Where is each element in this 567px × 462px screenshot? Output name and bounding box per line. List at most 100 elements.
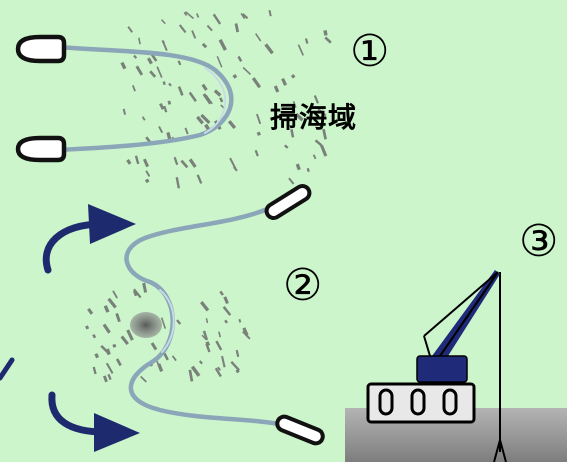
debris-streak — [147, 57, 153, 64]
step-2-label: ② — [283, 264, 322, 308]
debris-streak — [324, 36, 331, 43]
debris-streak — [179, 24, 187, 33]
debris-streak — [121, 335, 129, 345]
debris-streak — [138, 38, 141, 45]
debris-streak — [219, 39, 227, 51]
debris-streak — [197, 174, 203, 184]
debris-streak — [127, 26, 133, 33]
debris-streak — [157, 363, 163, 372]
debris-streak — [236, 350, 240, 357]
debris-streak — [284, 144, 289, 148]
debris-streak — [112, 290, 118, 298]
sweep-area-label: 掃海域 — [270, 104, 357, 132]
debris-streak — [149, 70, 156, 77]
debris-streak — [135, 155, 140, 164]
debris-streak — [219, 97, 223, 102]
debris-streak — [206, 318, 209, 323]
debris-streak — [143, 159, 149, 168]
debris-streak — [233, 74, 238, 79]
arrow-stub-left — [0, 360, 12, 378]
debris-streak — [200, 301, 209, 311]
debris-streak — [229, 158, 236, 169]
debris-streak — [92, 334, 96, 338]
debris-streak — [87, 308, 93, 315]
debris-streak — [140, 376, 147, 383]
debris-streak — [178, 60, 182, 65]
debris-streak — [255, 150, 259, 157]
debris-streak — [142, 283, 147, 293]
debris-streak — [224, 320, 228, 324]
step-3-label: ③ — [519, 220, 558, 264]
debris-streak — [237, 56, 242, 62]
debris-streak — [223, 306, 232, 316]
debris-streak — [323, 30, 327, 36]
debris-streak — [145, 179, 150, 184]
debris-streak — [221, 356, 226, 368]
debris-streak — [133, 290, 138, 296]
step-1-label: ① — [350, 30, 389, 74]
debris-streak — [133, 55, 137, 59]
debris-streak — [228, 120, 236, 129]
debris-streak — [116, 358, 122, 366]
debris-streak — [191, 30, 196, 39]
float-bottom-left — [18, 138, 64, 160]
debris-streak — [163, 81, 166, 85]
debris-streak — [217, 56, 223, 67]
debris-streak — [158, 126, 163, 133]
float-middle-right — [264, 183, 312, 220]
debris-streak — [238, 319, 241, 323]
debris-streak — [162, 40, 168, 51]
debris-streak — [180, 160, 188, 169]
debris-streak — [256, 114, 261, 124]
debris-streak — [315, 139, 323, 146]
debris-streak — [252, 77, 261, 88]
debris-streak — [174, 157, 179, 165]
debris-streak — [320, 145, 327, 157]
debris-streak — [163, 106, 167, 113]
curved-arrow-head-top — [88, 204, 136, 244]
debris-streak — [85, 325, 89, 329]
debris-streak — [168, 83, 172, 87]
debris-streak — [307, 168, 310, 172]
float-bottom-right — [275, 415, 325, 446]
debris-streak — [219, 291, 224, 296]
debris-streak — [145, 170, 150, 177]
debris-streak — [132, 85, 136, 92]
debris-streak — [202, 43, 207, 48]
debris-streak — [269, 10, 272, 16]
debris-streak — [103, 375, 108, 382]
debris-streak — [189, 92, 197, 102]
debris-streak — [207, 25, 213, 31]
debris-streak — [178, 86, 184, 96]
debris-streak — [107, 298, 116, 309]
debris-streak — [176, 319, 181, 324]
debris-streak — [223, 296, 229, 304]
debris-streak — [296, 163, 301, 170]
debris-streak — [214, 89, 222, 96]
debris-streak — [107, 374, 111, 380]
debris-streak — [93, 367, 97, 375]
debris-streak — [313, 154, 317, 159]
debris-streak — [243, 67, 251, 75]
debris-streak — [264, 43, 274, 54]
debris-streak — [123, 109, 126, 115]
debris-streak — [281, 78, 287, 86]
debris-streak — [168, 101, 172, 105]
debris-streak — [291, 74, 296, 79]
debris-streak — [189, 158, 197, 167]
debris-streak — [231, 361, 240, 371]
debris-streak — [112, 344, 116, 348]
float-top-left — [18, 37, 64, 61]
debris-streak — [185, 128, 189, 135]
debris-streak — [126, 159, 131, 165]
curved-arrow-head-bottom — [94, 413, 140, 452]
debris-streak — [191, 366, 200, 377]
debris-streak — [142, 116, 146, 120]
debris-streak — [215, 341, 222, 351]
debris-streak — [151, 342, 158, 350]
debris-streak — [156, 66, 162, 78]
debris-streak — [106, 363, 114, 374]
debris-streak — [136, 66, 144, 76]
debris-streak — [213, 14, 221, 25]
